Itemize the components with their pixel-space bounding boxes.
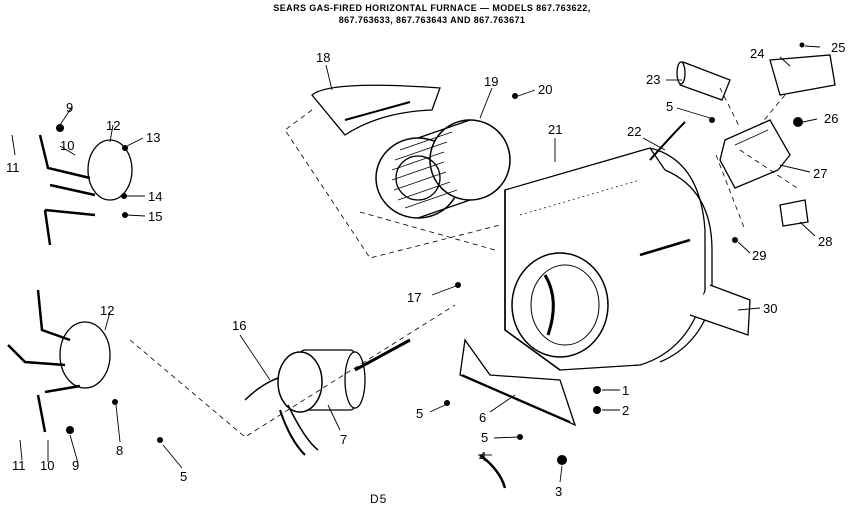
diagram-title-line-2: 867.763633, 867.763643 AND 867.763671 (338, 15, 526, 25)
blower-housing (504, 147, 751, 371)
callout-11-upper: 11 (6, 160, 20, 175)
callout-5-left: 5 (180, 469, 187, 484)
blower-wheel (375, 119, 511, 219)
callout-25: 25 (831, 40, 845, 55)
callout-22: 22 (627, 124, 641, 139)
capacitor-cover (769, 54, 836, 96)
callout-10-upper: 10 (60, 138, 74, 153)
callout-24: 24 (750, 46, 764, 61)
mounting-bracket (459, 338, 577, 427)
motor-mount-lower (7, 289, 111, 433)
blower-motor (244, 338, 411, 456)
capacitor (676, 61, 731, 101)
callout-30: 30 (763, 301, 777, 316)
callout-29: 29 (752, 248, 766, 263)
callout-5-top: 5 (666, 99, 673, 114)
callout-26: 26 (824, 111, 838, 126)
callout-1: 1 (622, 383, 629, 398)
callout-12-upper: 12 (106, 118, 120, 133)
callout-21: 21 (548, 122, 562, 137)
callout-15: 15 (148, 209, 162, 224)
hardware-parts (56, 42, 805, 465)
callout-13: 13 (146, 130, 160, 145)
callout-2: 2 (622, 403, 629, 418)
callout-19: 19 (484, 74, 498, 89)
callout-5-mid: 5 (416, 406, 423, 421)
wire-lead (479, 121, 686, 489)
callout-23: 23 (646, 72, 660, 87)
control-box (719, 119, 791, 189)
assembly-lines (129, 87, 801, 438)
callout-9-upper: 9 (66, 100, 73, 115)
callout-18: 18 (316, 50, 330, 65)
motor-mount-upper (38, 134, 133, 246)
callout-10-lower: 10 (40, 458, 54, 473)
figure-caption: D5 (370, 492, 388, 506)
callout-9-lower: 9 (72, 458, 79, 473)
diagram-title-line-1: SEARS GAS-FIRED HORIZONTAL FURNACE — MOD… (273, 3, 591, 13)
callout-8: 8 (116, 443, 123, 458)
callout-11-lower: 11 (12, 458, 26, 473)
callout-12-lower: 12 (100, 303, 114, 318)
callout-14: 14 (148, 189, 162, 204)
callout-28: 28 (818, 234, 832, 249)
callout-27: 27 (813, 166, 827, 181)
callout-20: 20 (538, 82, 552, 97)
callout-17: 17 (407, 290, 421, 305)
callout-5-lower: 5 (481, 430, 488, 445)
callout-6: 6 (479, 410, 486, 425)
callout-3: 3 (555, 484, 562, 499)
leader-lines (11, 45, 821, 483)
callout-4: 4 (479, 449, 486, 464)
callout-7: 7 (340, 432, 347, 447)
callout-16: 16 (232, 318, 246, 333)
callout-labels: 18 19 20 21 22 23 24 25 5 26 27 28 29 30… (6, 40, 845, 499)
relay (779, 199, 809, 227)
cutoff-plate (311, 84, 441, 136)
